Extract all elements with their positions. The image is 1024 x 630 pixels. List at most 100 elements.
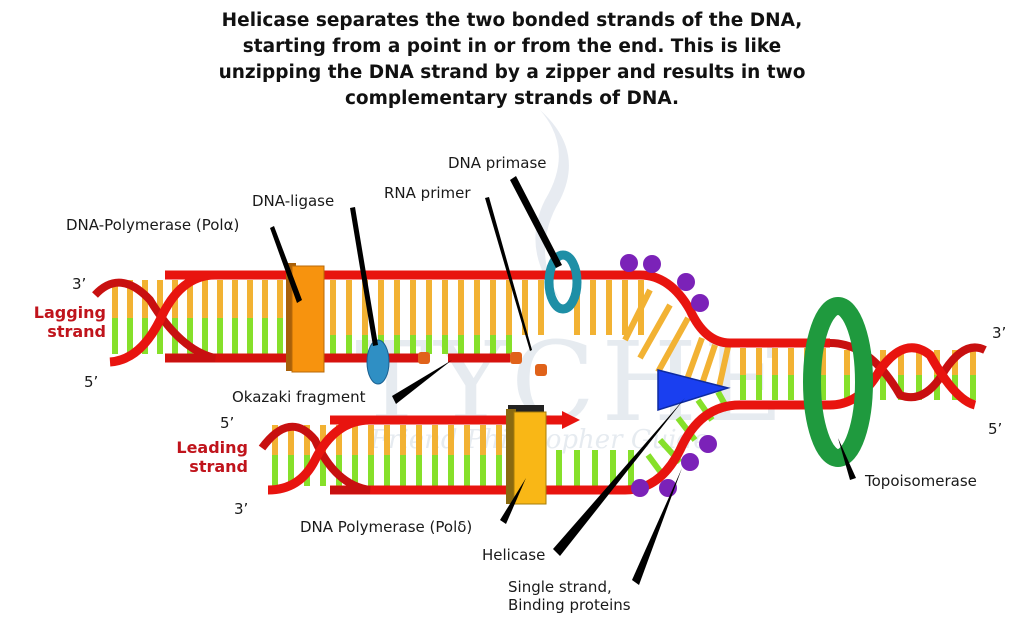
base-pair	[410, 280, 416, 335]
base-pair	[426, 280, 432, 335]
end-label: 5’	[220, 414, 234, 432]
label-dna-ligase: DNA-ligase	[252, 192, 334, 210]
ssb-protein-icon	[699, 435, 717, 453]
label-ssb-line2: Binding proteins	[508, 596, 631, 614]
base-pair	[320, 455, 326, 486]
pointer	[270, 226, 302, 303]
lagging-helix-back	[92, 278, 217, 362]
base-pair	[400, 425, 406, 455]
base-pair	[384, 455, 390, 486]
ssb-protein-icon	[620, 254, 638, 272]
base-pair	[157, 318, 163, 354]
pointer	[392, 360, 452, 404]
base-pair	[442, 280, 448, 335]
caption: Helicase separates the two bonded strand…	[0, 8, 1024, 112]
label-dna-primase: DNA primase	[448, 154, 547, 172]
base-pair	[352, 455, 358, 486]
label-pol-delta: DNA Polymerase (Polδ)	[300, 518, 472, 536]
base-pair	[400, 455, 406, 486]
base-pair	[464, 455, 470, 486]
dna-primase-ring-icon	[544, 250, 582, 314]
base-pair	[288, 455, 294, 486]
base-pair	[304, 425, 310, 455]
label-helicase: Helicase	[482, 546, 545, 564]
caption-line: complementary strands of DNA.	[344, 88, 680, 109]
end-label: 5’	[988, 420, 1002, 438]
rna-primer-icon	[510, 352, 522, 364]
base-pair	[458, 280, 464, 335]
base-pair	[574, 280, 580, 335]
base-pair	[590, 280, 596, 335]
base-pair	[416, 425, 422, 455]
base-pair	[970, 350, 976, 375]
base-pair	[262, 280, 268, 318]
base-pair	[202, 318, 208, 354]
base-pair	[628, 450, 634, 486]
rna-primers	[418, 352, 547, 376]
base-pair	[480, 425, 486, 455]
pointer	[838, 438, 856, 480]
base-pair	[464, 425, 470, 455]
base-pair	[538, 280, 544, 335]
lagging-strand-label: strand	[47, 322, 106, 341]
single-strand-binding-proteins	[620, 254, 717, 497]
base-pair	[432, 455, 438, 486]
base-pair	[426, 335, 432, 354]
end-label: 3’	[72, 275, 86, 293]
end-label: 3’	[234, 500, 248, 518]
base-pair	[330, 335, 336, 354]
lagging-helix-front	[109, 270, 216, 367]
base-pair	[574, 450, 580, 486]
rna-primer-icon	[535, 364, 547, 376]
leading-strand-label: strand	[189, 457, 248, 476]
pointers	[270, 176, 856, 585]
pointer	[632, 468, 682, 585]
ssb-protein-icon	[681, 453, 699, 471]
lagging-strand-label: Lagging	[34, 303, 106, 322]
base-pair	[277, 280, 283, 318]
base-pair	[756, 375, 762, 400]
pol-delta-block-icon	[513, 411, 547, 505]
base-pair	[506, 280, 512, 335]
pointer	[510, 176, 562, 268]
base-pair	[820, 375, 826, 400]
base-pair	[448, 425, 454, 455]
pointer	[553, 398, 685, 556]
ssb-protein-icon	[631, 479, 649, 497]
leading-helix-front	[267, 415, 371, 495]
ssb-protein-icon	[691, 294, 709, 312]
label-pol-alpha: DNA-Polymerase (Polα)	[66, 216, 239, 234]
base-pair	[788, 375, 794, 400]
base-pair	[112, 280, 118, 318]
base-pair	[346, 280, 352, 335]
caption-line: starting from a point in or from the end…	[242, 36, 782, 57]
base-pair	[247, 318, 253, 354]
leading-strand-label: Leading	[176, 438, 248, 457]
base-pair	[496, 425, 502, 455]
base-pair	[474, 335, 480, 354]
pointer	[485, 197, 532, 351]
base-pair	[442, 335, 448, 354]
base-pair	[336, 425, 342, 455]
base-pair	[556, 450, 562, 486]
base-pair	[474, 280, 480, 335]
base-pair	[368, 455, 374, 486]
leading-arrow-icon	[562, 411, 580, 429]
base-pair	[740, 375, 746, 400]
base-pair	[740, 348, 746, 375]
base-pair	[362, 280, 368, 335]
base-pair	[610, 450, 616, 486]
topoisomerase	[803, 297, 873, 467]
leading-helix-back	[258, 422, 371, 494]
base-pair	[916, 350, 922, 375]
base-pair	[715, 346, 731, 393]
base-pair	[480, 455, 486, 486]
topoisomerase-ring-icon	[803, 297, 873, 467]
base-pair	[394, 335, 400, 354]
base-pair	[187, 280, 193, 318]
base-pair	[330, 280, 336, 335]
base-pair	[592, 450, 598, 486]
base-pair	[247, 280, 253, 318]
base-pair	[490, 335, 496, 354]
